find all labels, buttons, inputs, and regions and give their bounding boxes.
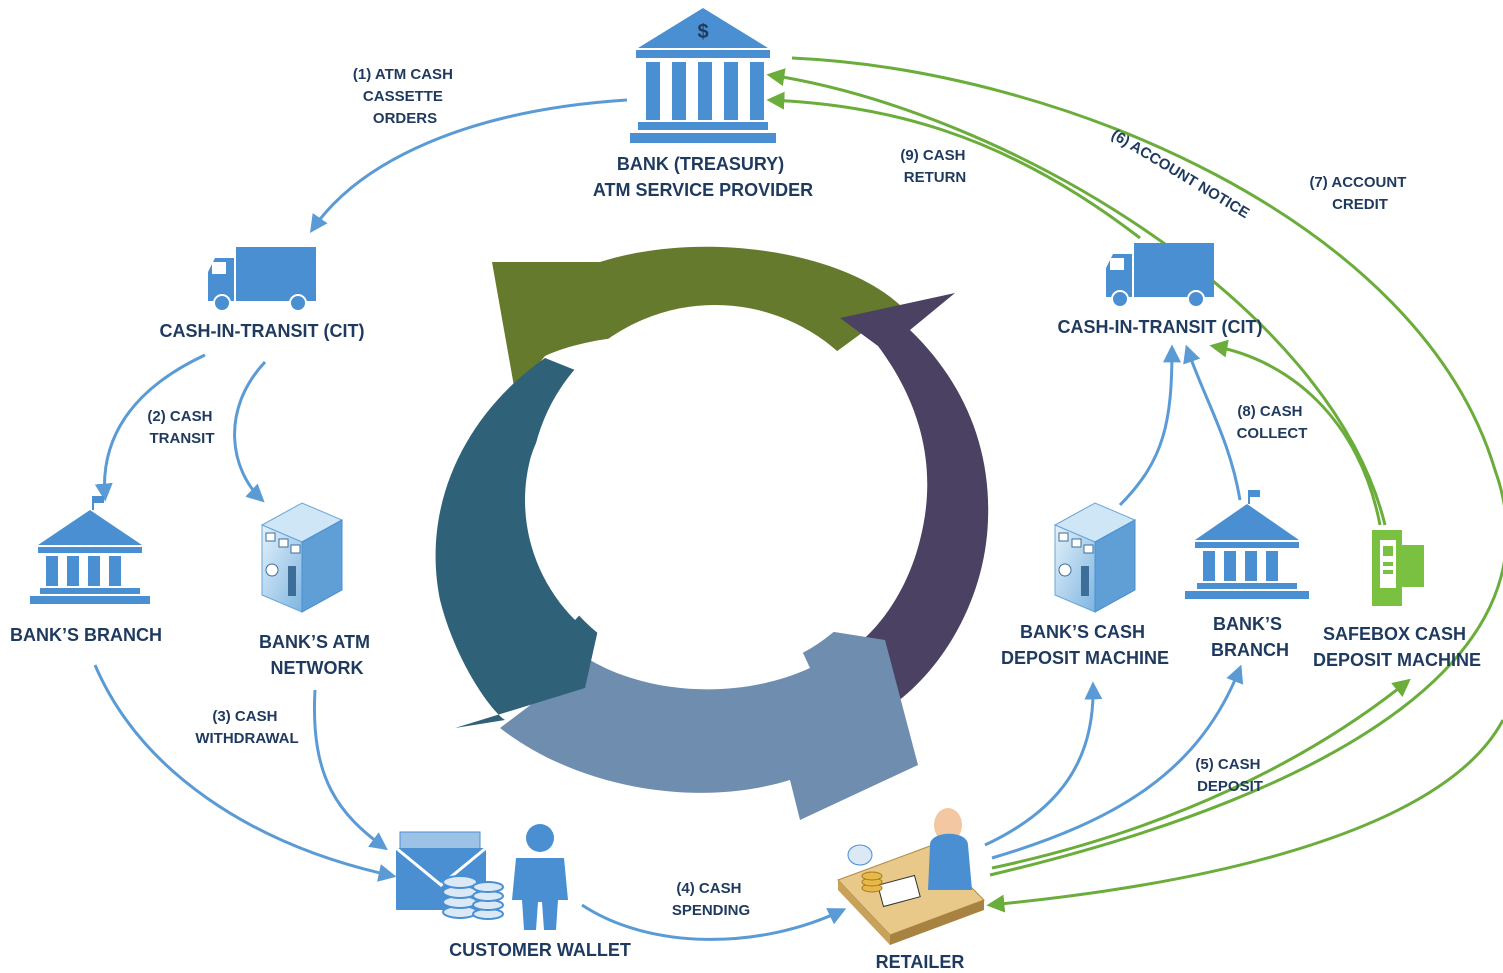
label-line: (9) CASH — [900, 147, 965, 164]
flow-branch-to-cit — [1183, 344, 1242, 501]
label-line: DEPOSIT MACHINE — [1001, 648, 1169, 668]
label-line: SPENDING — [672, 902, 750, 919]
wallet-envelope-coins-icon — [395, 831, 504, 920]
cashier-desk-icon — [837, 808, 985, 945]
label-edge-5: (5) CASH DEPOSIT — [1195, 756, 1264, 795]
cycle-arrow-teal — [435, 358, 608, 728]
safebox-deposit-icon — [1372, 530, 1424, 606]
label-line: BANK’S ATM — [259, 632, 370, 652]
bank-building-icon — [1185, 490, 1309, 599]
label-line: CASH-IN-TRANSIT (CIT) — [1058, 317, 1263, 337]
bank-building-icon — [30, 496, 150, 604]
cycle-center-hole — [530, 305, 900, 675]
flow-retailer-to-deposit-machine — [984, 681, 1103, 847]
label-line: COLLECT — [1237, 425, 1308, 442]
flow-retailer-to-safebox — [991, 678, 1411, 870]
flow-deposit-machine-to-cit — [1118, 344, 1181, 507]
label-line: CASSETTE — [363, 88, 443, 105]
label-cit-left: CASH-IN-TRANSIT (CIT) — [160, 321, 365, 341]
label-line: RETURN — [904, 169, 967, 186]
label-line: BANK’S CASH — [1020, 622, 1145, 642]
label-line: (5) CASH — [1195, 756, 1260, 773]
label-line: (8) CASH — [1237, 403, 1302, 420]
label-edge-7: (7) ACCOUNT CREDIT — [1309, 174, 1410, 213]
label-line: BANK (TREASURY) — [617, 154, 784, 174]
flow-branch-to-wallet — [93, 664, 397, 882]
label-line: (2) CASH — [147, 408, 212, 425]
label-line: (1) ATM CASH — [353, 66, 453, 83]
label-edge-6: (6) ACCOUNT NOTICE — [1108, 126, 1252, 222]
flow-account-notice — [766, 68, 1387, 526]
flow-account-credit — [791, 56, 1503, 877]
label-line: (4) CASH — [676, 880, 741, 897]
label-cit-right: CASH-IN-TRANSIT (CIT) — [1058, 317, 1263, 337]
central-cycle — [435, 246, 989, 820]
label-line: DEPOSIT — [1197, 778, 1263, 795]
label-edge-4: (4) CASH SPENDING — [672, 880, 750, 919]
label-edge-2: (2) CASH TRANSIT — [147, 408, 216, 447]
green-flows — [766, 56, 1503, 913]
cycle-arrow-purple — [838, 293, 989, 720]
label-edge-9: (9) CASH RETURN — [900, 147, 969, 186]
treasury-bank-icon: $ — [630, 8, 776, 143]
flow-cash-return — [766, 91, 1141, 240]
label-customer-wallet: CUSTOMER WALLET — [449, 940, 631, 960]
flow-cit-to-branch — [94, 353, 206, 502]
label-deposit-machine: BANK’S CASH DEPOSIT MACHINE — [1001, 622, 1169, 668]
label-line: NETWORK — [271, 658, 364, 678]
flow-wallet-to-retailer — [581, 903, 847, 941]
label-retailer: RETAILER — [876, 952, 965, 972]
flow-atm-to-wallet — [312, 689, 388, 851]
label-line: (7) ACCOUNT — [1309, 174, 1406, 191]
flow-atm-orders — [309, 98, 628, 233]
label-line: SAFEBOX CASH — [1323, 624, 1466, 644]
cycle-arrow-steel — [500, 625, 918, 820]
person-icon — [512, 824, 568, 930]
label-line: (6) ACCOUNT NOTICE — [1108, 126, 1252, 222]
label-line: BANK’S BRANCH — [10, 625, 162, 645]
atm-machine-icon — [1053, 502, 1137, 613]
label-edge-3: (3) CASH WITHDRAWAL — [195, 708, 298, 747]
label-line: WITHDRAWAL — [195, 730, 298, 747]
flow-safebox-to-cit — [1209, 339, 1382, 526]
label-branch-right: BANK’S BRANCH — [1211, 614, 1289, 660]
label-line: TRANSIT — [150, 430, 215, 447]
label-line: CREDIT — [1332, 196, 1388, 213]
label-atm-network: BANK’S ATM NETWORK — [259, 632, 375, 678]
delivery-truck-icon — [208, 247, 316, 312]
label-line: (3) CASH — [212, 708, 277, 725]
flow-retailer-to-branch — [991, 664, 1244, 860]
label-line: ATM SERVICE PROVIDER — [593, 180, 813, 200]
blue-flows — [93, 98, 1244, 941]
label-edge-8: (8) CASH COLLECT — [1237, 403, 1308, 442]
delivery-truck-icon — [1106, 243, 1214, 308]
label-line: DEPOSIT MACHINE — [1313, 650, 1481, 670]
label-line: RETAILER — [876, 952, 965, 972]
label-treasury: BANK (TREASURY) ATM SERVICE PROVIDER — [593, 154, 813, 200]
flow-cit-to-atm — [233, 360, 267, 503]
label-line: ORDERS — [373, 110, 437, 127]
atm-machine-icon — [260, 502, 344, 613]
label-safebox: SAFEBOX CASH DEPOSIT MACHINE — [1313, 624, 1481, 670]
dollar-icon: $ — [697, 21, 708, 43]
label-line: CUSTOMER WALLET — [449, 940, 631, 960]
label-edge-1: (1) ATM CASH CASSETTE ORDERS — [353, 66, 457, 127]
label-line: BRANCH — [1211, 640, 1289, 660]
label-line: BANK’S — [1213, 614, 1282, 634]
label-branch-left: BANK’S BRANCH — [10, 625, 162, 645]
flow-retailer-to-safebox-2 — [986, 719, 1503, 913]
label-line: CASH-IN-TRANSIT (CIT) — [160, 321, 365, 341]
